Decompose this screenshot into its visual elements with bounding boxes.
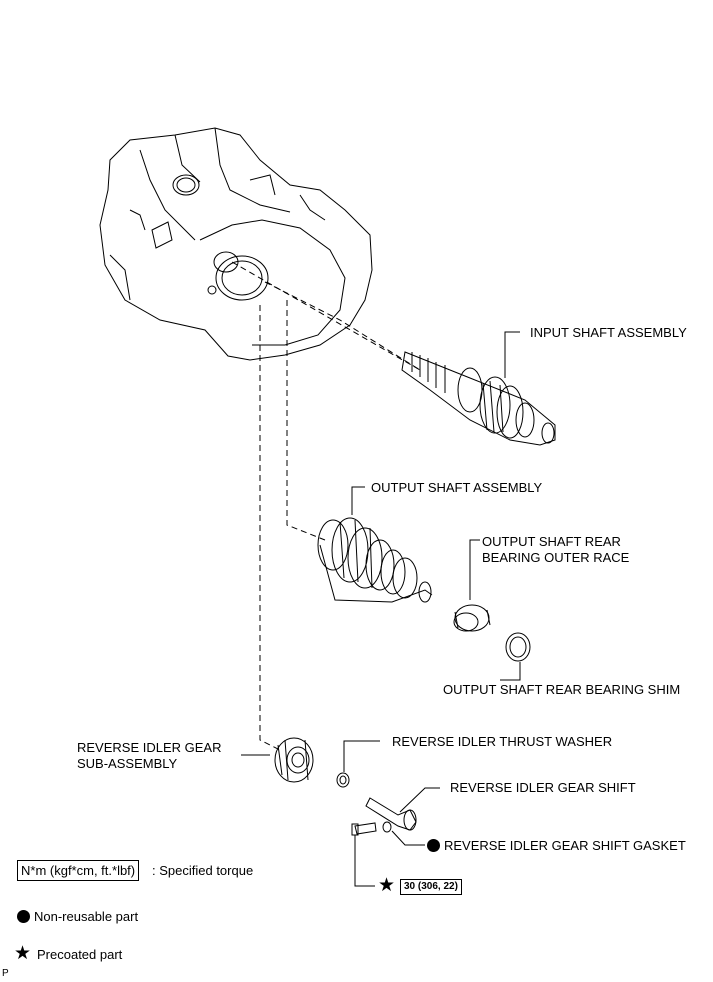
- dashed-guide-lines: [231, 261, 421, 751]
- idler-gear-shift: [365, 797, 417, 831]
- bearing-outer-race: [453, 604, 491, 632]
- input-shaft: [401, 351, 556, 446]
- label-input-shaft: INPUT SHAFT ASSEMBLY: [530, 325, 687, 340]
- legend-precoated-text: Precoated part: [37, 947, 123, 962]
- bolt: [351, 822, 377, 836]
- label-bearing-outer-race: OUTPUT SHAFT REAR BEARING OUTER RACE: [482, 534, 630, 565]
- legend-torque-box: N*m (kgf*cm, ft.*lbf): [17, 860, 140, 881]
- transaxle-case: [99, 127, 373, 361]
- label-reverse-idler-gear: REVERSE IDLER GEAR SUB-ASSEMBLY: [77, 740, 222, 771]
- bearing-shim: [505, 632, 531, 662]
- label-thrust-washer: REVERSE IDLER THRUST WASHER: [392, 734, 613, 749]
- torque-value-box: 30 (306, 22): [400, 879, 462, 895]
- non-reusable-icon: [427, 839, 440, 852]
- output-shaft: [317, 517, 433, 603]
- thrust-washer: [336, 772, 350, 788]
- precoated-star-icon: ★: [378, 875, 396, 896]
- legend-precoated-icon: ★: [14, 943, 32, 964]
- corner-mark: P: [2, 968, 9, 979]
- legend-non-reusable-text: Non-reusable part: [34, 909, 139, 924]
- label-gear-shift: REVERSE IDLER GEAR SHIFT: [450, 780, 636, 795]
- label-shift-gasket: REVERSE IDLER GEAR SHIFT GASKET: [444, 838, 686, 853]
- label-bearing-shim: OUTPUT SHAFT REAR BEARING SHIM: [443, 682, 681, 697]
- shift-gasket: [382, 821, 392, 833]
- label-leaders: [241, 331, 521, 887]
- reverse-idler-gear: [274, 737, 314, 783]
- legend-non-reusable-icon: [17, 910, 30, 923]
- legend-torque-desc: : Specified torque: [152, 863, 254, 878]
- label-output-shaft: OUTPUT SHAFT ASSEMBLY: [371, 480, 543, 495]
